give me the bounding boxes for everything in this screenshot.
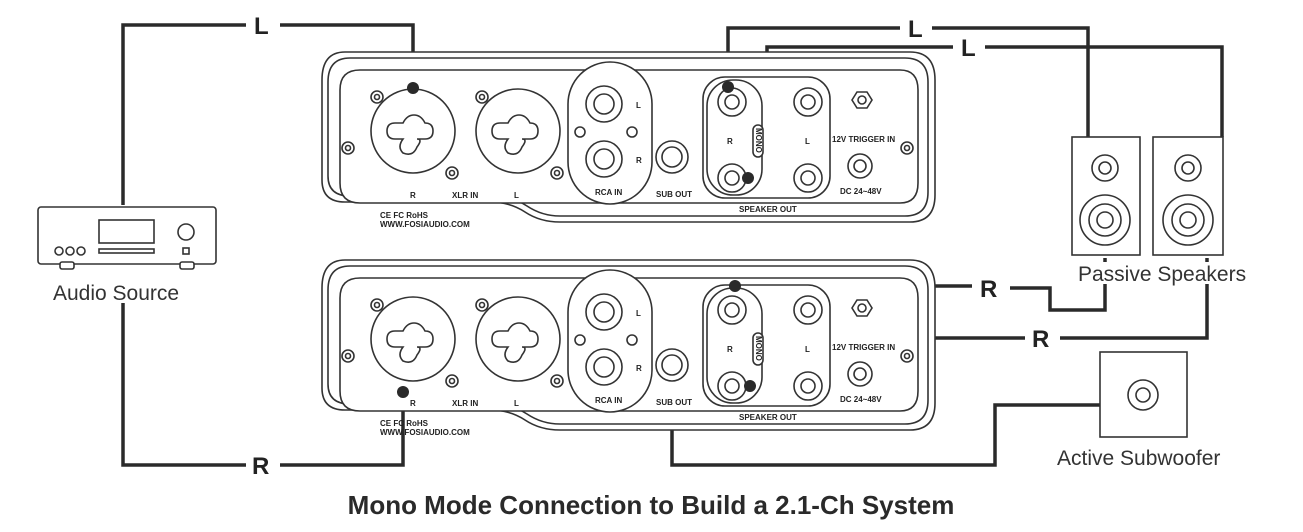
wire-subwoofer: [670, 380, 1100, 467]
wire-label-r: R: [980, 276, 997, 303]
xlr-l-label: L: [514, 399, 519, 408]
wire-label-r: R: [252, 453, 269, 480]
active-subwoofer-label: Active Subwoofer: [1057, 447, 1220, 470]
sub-out-label: SUB OUT: [656, 190, 692, 199]
connection-dots: [397, 81, 756, 398]
speaker-out-label: SPEAKER OUT: [739, 205, 797, 214]
diagram-title: Mono Mode Connection to Build a 2.1-Ch S…: [348, 490, 955, 520]
wire-label-l: L: [961, 35, 976, 62]
passive-speaker-right-icon: [1152, 136, 1224, 256]
speaker-r-label: R: [727, 345, 733, 354]
trigger-label: 12V TRIGGER IN: [832, 135, 895, 144]
xlr-r-label: R: [410, 399, 416, 408]
speaker-r-label: R: [727, 137, 733, 146]
amplifier-panel-bottom: R XLR IN L L R RCA IN SUB OUT R L MONO S…: [321, 259, 936, 437]
rca-l-label: L: [636, 309, 641, 318]
xlr-in-label: XLR IN: [452, 399, 478, 408]
xlr-r-label: R: [410, 191, 416, 200]
cert-label: CE FC RoHS: [380, 419, 429, 428]
url-label: WWW.FOSIAUDIO.COM: [380, 220, 470, 229]
amplifier-panel-top: R XLR IN L L R RCA IN SUB OUT R L MONO S…: [321, 51, 936, 229]
rca-in-label: RCA IN: [595, 188, 622, 197]
wire-right-input: [280, 392, 405, 467]
wire-label-l: L: [254, 13, 269, 40]
speaker-l-label: L: [805, 137, 810, 146]
wire-right-input-src: [121, 303, 246, 467]
wire-label-l: L: [908, 16, 923, 43]
passive-speakers-label: Passive Speakers: [1078, 263, 1246, 286]
sub-out-label: SUB OUT: [656, 398, 692, 407]
rca-in-label: RCA IN: [595, 396, 622, 405]
dc-label: DC 24~48V: [840, 395, 882, 404]
wire-left-input-src: [121, 23, 246, 205]
xlr-l-label: L: [514, 191, 519, 200]
xlr-in-label: XLR IN: [452, 191, 478, 200]
cert-label: CE FC RoHS: [380, 211, 429, 220]
url-label: WWW.FOSIAUDIO.COM: [380, 428, 470, 437]
rca-r-label: R: [636, 364, 642, 373]
rca-l-label: L: [636, 101, 641, 110]
passive-speaker-left-icon: [1071, 136, 1141, 256]
mono-label: MONO: [754, 128, 763, 153]
rca-r-label: R: [636, 156, 642, 165]
wire-label-r: R: [1032, 326, 1049, 353]
trigger-label: 12V TRIGGER IN: [832, 343, 895, 352]
mono-label: MONO: [754, 336, 763, 361]
active-subwoofer-icon: [1099, 351, 1188, 438]
audio-source-label: Audio Source: [53, 282, 179, 305]
speaker-out-label: SPEAKER OUT: [739, 413, 797, 422]
dc-label: DC 24~48V: [840, 187, 882, 196]
speaker-l-label: L: [805, 345, 810, 354]
audio-source-icon: [37, 206, 217, 270]
